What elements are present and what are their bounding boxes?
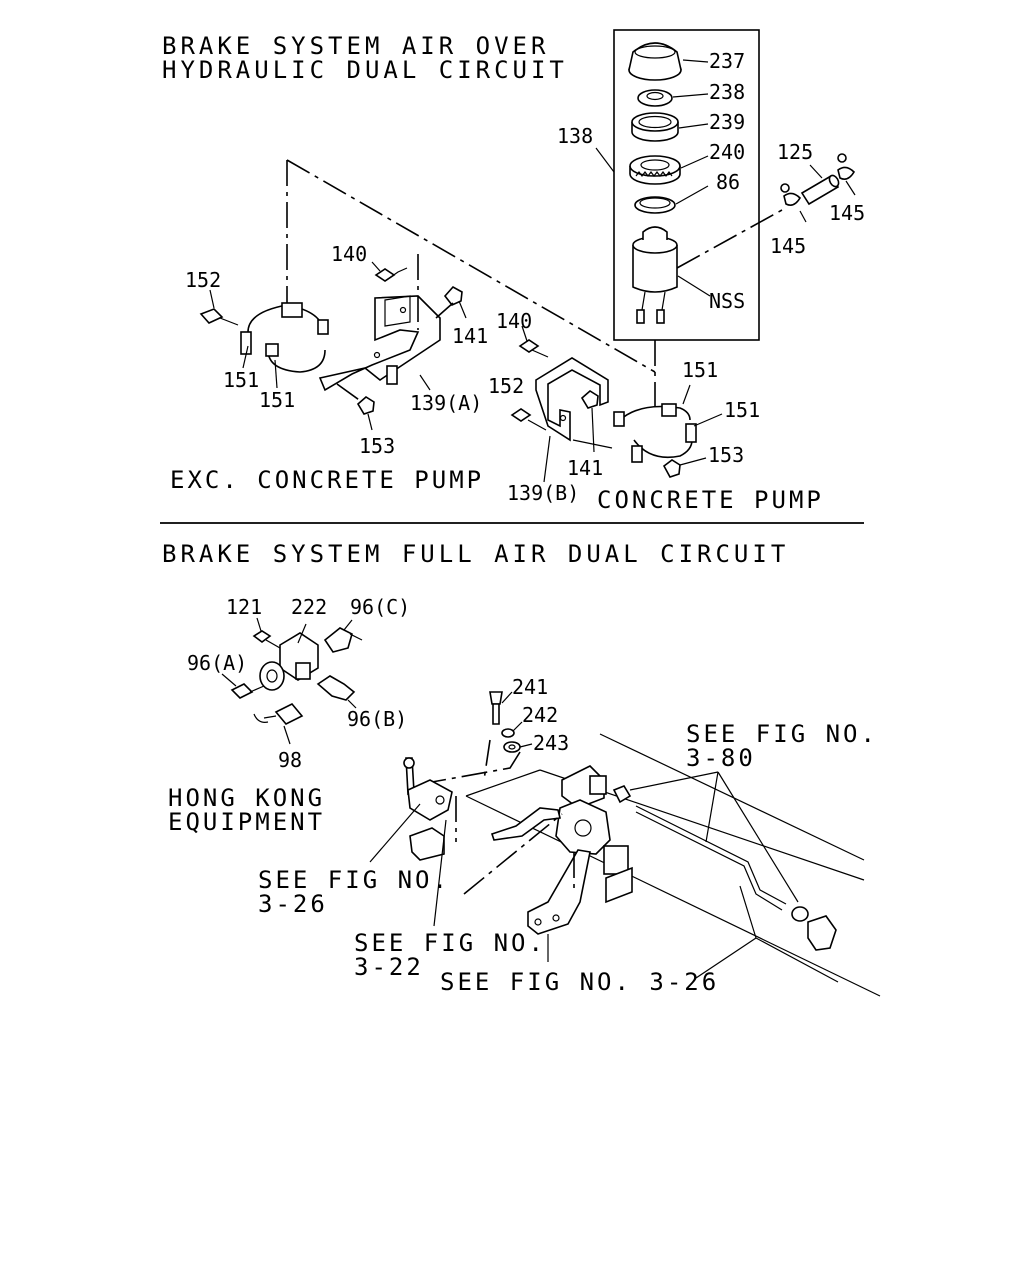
ref-fig-322-line2: 3-22 — [354, 953, 424, 981]
callout-153-b: 153 — [708, 443, 744, 467]
callout-240: 240 — [709, 140, 745, 164]
callout-125: 125 — [777, 140, 813, 164]
callout-140-a: 140 — [331, 242, 367, 266]
hong-kong-label-line2: EQUIPMENT — [168, 808, 325, 836]
hong-kong-valve-group — [221, 617, 363, 745]
reservoir-cap-part — [628, 42, 682, 81]
ref-fig-326b: SEE FIG NO. 3-26 — [440, 968, 719, 996]
callout-nss: NSS — [709, 289, 745, 313]
ref-fig-380-line1: SEE FIG NO. — [686, 720, 878, 748]
callout-241: 241 — [512, 675, 548, 699]
callout-151-d: 151 — [724, 398, 760, 422]
callout-141-a: 141 — [452, 324, 488, 348]
reservoir-oring-part — [634, 196, 676, 214]
reservoir-strainer-part — [629, 155, 681, 185]
reservoir-body-part — [632, 226, 678, 324]
callout-139a: 139(A) — [410, 391, 482, 415]
hong-kong-label-line1: HONG KONG — [168, 784, 325, 812]
callout-222: 222 — [291, 595, 327, 619]
reservoir-assembly-box — [613, 29, 760, 341]
callout-98: 98 — [278, 748, 302, 772]
brake-assembly-group — [369, 691, 881, 997]
callout-121: 121 — [226, 595, 262, 619]
exc-concrete-pump-label: EXC. CONCRETE PUMP — [170, 466, 484, 494]
callout-151-b: 151 — [259, 388, 295, 412]
callout-242: 242 — [522, 703, 558, 727]
callout-238: 238 — [709, 80, 745, 104]
ref-fig-380-line2: 3-80 — [686, 744, 756, 772]
callout-141-b: 141 — [567, 456, 603, 480]
callout-145-b: 145 — [829, 201, 865, 225]
bracket-b-group — [510, 325, 723, 483]
top-title-line2: HYDRAULIC DUAL CIRCUIT — [162, 56, 568, 84]
callout-153-a: 153 — [359, 434, 395, 458]
callout-140-b: 140 — [496, 309, 532, 333]
callout-243: 243 — [533, 731, 569, 755]
hose-group — [676, 153, 856, 269]
concrete-pump-label: CONCRETE PUMP — [597, 486, 824, 514]
reservoir-assembly-group — [595, 29, 760, 410]
callout-151-a: 151 — [223, 368, 259, 392]
callout-86: 86 — [716, 170, 740, 194]
callout-96b: 96(B) — [347, 707, 407, 731]
reservoir-washer-part — [637, 89, 673, 107]
callout-152-a: 152 — [185, 268, 221, 292]
top-title-line1: BRAKE SYSTEM AIR OVER — [162, 32, 549, 60]
callout-239: 239 — [709, 110, 745, 134]
callout-138: 138 — [557, 124, 593, 148]
callout-152-b: 152 — [488, 374, 524, 398]
callout-151-c: 151 — [682, 358, 718, 382]
callout-96a: 96(A) — [187, 651, 247, 675]
bracket-a-group — [199, 254, 467, 431]
callout-139b: 139(B) — [507, 481, 579, 505]
callout-96c: 96(C) — [350, 595, 410, 619]
callout-237: 237 — [709, 49, 745, 73]
ref-fig-326a-line2: 3-26 — [258, 890, 328, 918]
ref-fig-326a-line1: SEE FIG NO. — [258, 866, 450, 894]
reservoir-ring-part — [631, 112, 679, 142]
bottom-title: BRAKE SYSTEM FULL AIR DUAL CIRCUIT — [162, 540, 789, 568]
callout-145-a: 145 — [770, 234, 806, 258]
ref-fig-322-line1: SEE FIG NO. — [354, 929, 546, 957]
